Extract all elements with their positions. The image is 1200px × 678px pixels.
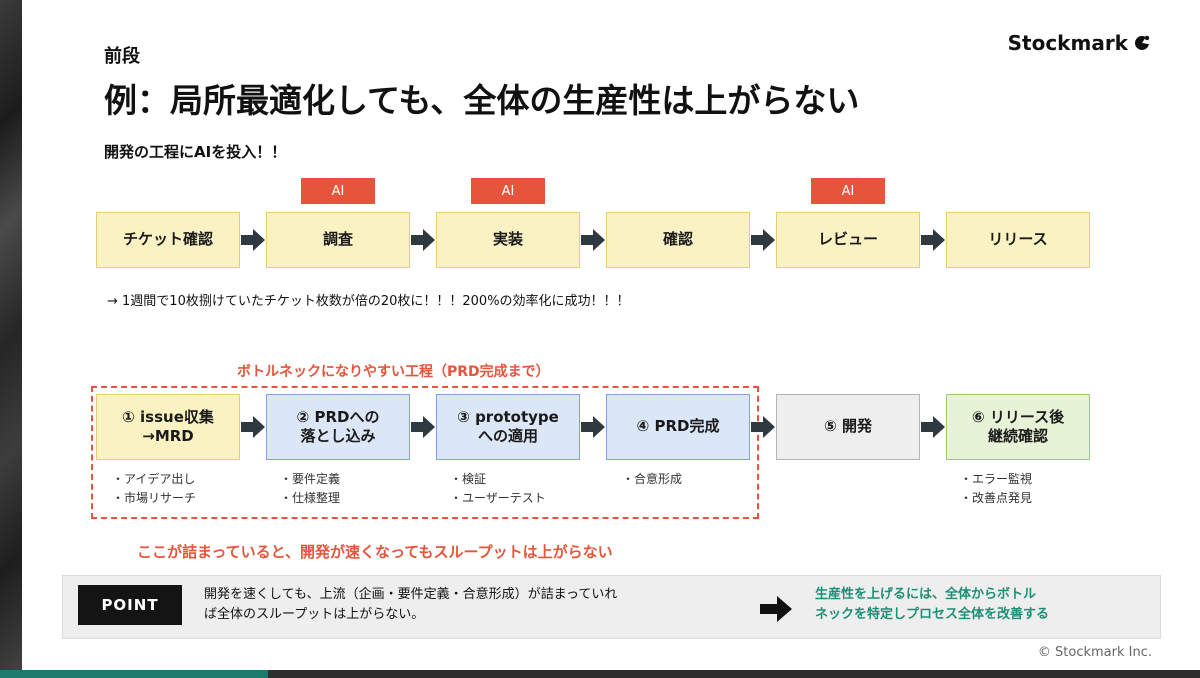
arrow-right-icon	[241, 416, 265, 438]
conclusion-line1: 生産性を上げるには、全体からボトル	[815, 587, 1037, 602]
phase-bullets: ・検証 ・ユーザーテスト	[450, 470, 546, 507]
logo-text: Stockmark	[1007, 31, 1128, 55]
arrow-right-icon	[411, 229, 435, 251]
phase-bullets: ・エラー監視 ・改善点発見	[960, 470, 1032, 507]
phase-label-line1: ② PRDへの	[296, 407, 380, 426]
phase-label-line2: 継続確認	[987, 427, 1048, 445]
arrow-right-icon	[921, 229, 945, 251]
phase-label-line1: ① issue収集	[122, 407, 214, 426]
arrow-right-icon	[581, 229, 605, 251]
phase-prototype: ③ prototype への適用	[436, 394, 580, 460]
process-step-research: 調査	[266, 212, 410, 268]
process-step-verification: 確認	[606, 212, 750, 268]
copyright: © Stockmark Inc.	[1037, 645, 1152, 660]
process-step-implementation: 実装	[436, 212, 580, 268]
arrow-right-icon	[241, 229, 265, 251]
phase-label-line1: ④ PRD完成	[636, 417, 720, 436]
phase-post-release: ⑥ リリース後 継続確認	[946, 394, 1090, 460]
arrow-right-icon	[760, 596, 792, 622]
point-badge: POINT	[78, 585, 182, 625]
bottleneck-dashed-frame	[91, 386, 759, 519]
bullet-item: ・合意形成	[622, 472, 683, 486]
phase-label-line2: への適用	[477, 427, 538, 445]
point-text-line2: ば全体のスループットは上がらない。	[204, 606, 425, 622]
subheading: 開発の工程にAIを投入！！	[104, 143, 287, 161]
phase-bullets: ・アイデア出し ・市場リサーチ	[112, 470, 196, 507]
warning-text: ここが詰まっていると、開発が速くなってもスループットは上がらない	[137, 543, 613, 561]
phase-prd-breakdown: ② PRDへの 落とし込み	[266, 394, 410, 460]
bullet-item: ・検証	[450, 472, 487, 486]
ai-tag: AI	[811, 178, 885, 204]
bullet-item: ・ユーザーテスト	[450, 490, 546, 505]
progress-accent	[0, 670, 268, 678]
arrow-right-icon	[751, 416, 775, 438]
arrow-right-icon	[411, 416, 435, 438]
phase-label-line1: ③ prototype	[457, 407, 559, 426]
phase-label-line1: ⑥ リリース後	[971, 407, 1065, 426]
phase-label-line2: 落とし込み	[300, 427, 376, 445]
arrow-right-icon	[921, 416, 945, 438]
process-step-ticket-check: チケット確認	[96, 212, 240, 268]
bullet-item: ・アイデア出し	[112, 472, 196, 486]
result-text: → 1週間で10枚捌けていたチケット枚数が倍の20枚に！！！200%の効率化に成…	[107, 294, 630, 309]
point-panel	[62, 575, 1161, 639]
arrow-right-icon	[581, 416, 605, 438]
bottleneck-title: ボトルネックになりやすい工程（PRD完成まで）	[237, 364, 550, 380]
point-text: 開発を速くしても、上流（企画・要件定義・合意形成）が詰まっていれ ば全体のスルー…	[204, 585, 764, 624]
bullet-item: ・要件定義	[280, 472, 341, 486]
section-label: 前段	[104, 46, 140, 67]
left-decorative-panel	[0, 0, 22, 678]
conclusion-line2: ネックを特定しプロセス全体を改善する	[815, 606, 1050, 622]
bullet-item: ・エラー監視	[960, 472, 1033, 486]
phase-development: ⑤ 開発	[776, 394, 920, 460]
process-step-review: レビュー	[776, 212, 920, 268]
phase-bullets: ・合意形成	[622, 470, 682, 489]
bullet-item: ・改善点発見	[960, 490, 1033, 505]
arrow-right-icon	[751, 229, 775, 251]
phase-prd-complete: ④ PRD完成	[606, 394, 750, 460]
conclusion-text: 生産性を上げるには、全体からボトル ネックを特定しプロセス全体を改善する	[815, 585, 1145, 624]
bullet-item: ・市場リサーチ	[112, 490, 197, 505]
bottom-progress-strip	[0, 670, 1200, 678]
phase-issue-collection: ① issue収集 →MRD	[96, 394, 240, 460]
point-text-line1: 開発を速くしても、上流（企画・要件定義・合意形成）が詰まっていれ	[204, 587, 618, 602]
stockmark-logo: Stockmark	[1008, 31, 1152, 55]
phase-bullets: ・要件定義 ・仕様整理	[280, 470, 340, 507]
ai-tag: AI	[301, 178, 375, 204]
logo-mark-icon	[1135, 35, 1150, 50]
slide-title: 例：局所最適化しても、全体の生産性は上がらない	[104, 81, 860, 120]
phase-label-line2: →MRD	[142, 427, 194, 445]
bullet-item: ・仕様整理	[280, 490, 341, 505]
ai-tag: AI	[471, 178, 545, 204]
phase-label-line1: ⑤ 開発	[824, 417, 872, 436]
process-step-release: リリース	[946, 212, 1090, 268]
slide: 前段 例：局所最適化しても、全体の生産性は上がらない Stockmark 開発の…	[22, 0, 1200, 670]
